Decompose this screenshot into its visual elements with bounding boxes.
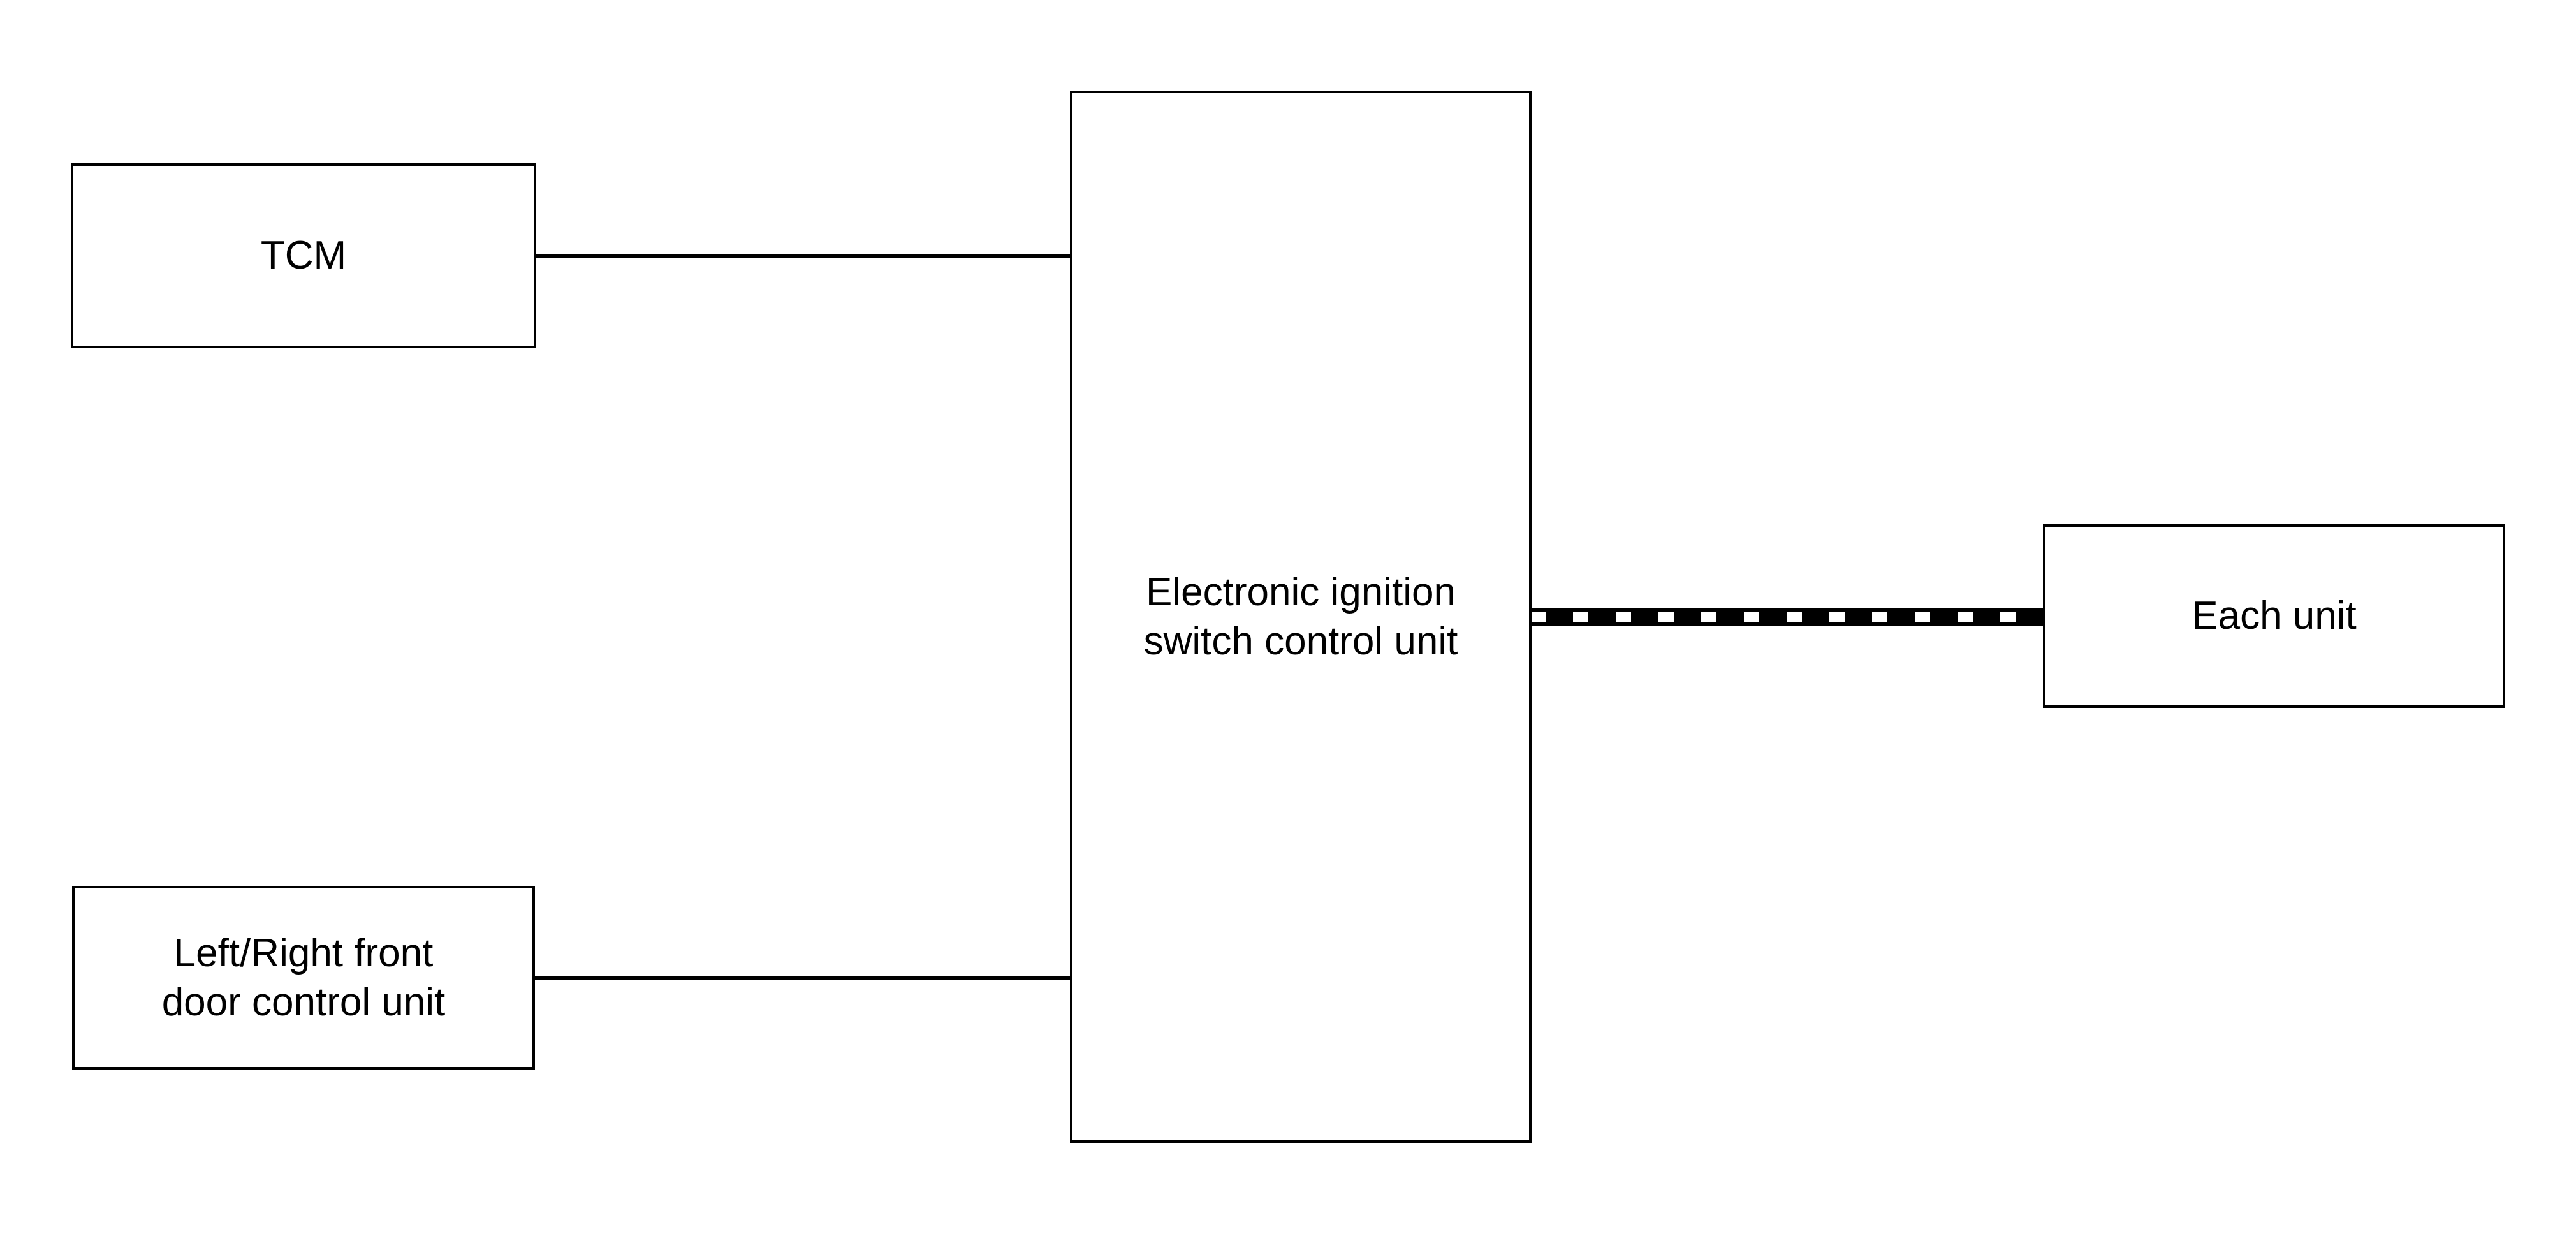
eis-label-line1: Electronic ignition <box>1146 570 1456 614</box>
tcm-label: TCM <box>260 233 347 278</box>
door-control-unit-label: Left/Right front door control unit <box>162 929 446 1027</box>
electronic-ignition-switch-control-unit-box: Electronic ignition switch control unit <box>1070 91 1532 1143</box>
communication-line-eis-to-each-unit <box>1530 608 2044 626</box>
connector-tcm-to-eis <box>536 254 1072 258</box>
eis-label-line2: switch control unit <box>1143 619 1458 663</box>
each-unit-box: Each unit <box>2043 524 2505 708</box>
door-control-unit-label-line1: Left/Right front <box>173 931 434 975</box>
door-control-unit-box: Left/Right front door control unit <box>72 886 535 1070</box>
door-control-unit-label-line2: door control unit <box>161 980 446 1024</box>
each-unit-label: Each unit <box>2192 594 2357 638</box>
connector-door-unit-to-eis <box>535 976 1072 980</box>
electronic-ignition-switch-control-unit-label: Electronic ignition switch control unit <box>1144 568 1458 666</box>
tcm-box: TCM <box>71 163 536 348</box>
